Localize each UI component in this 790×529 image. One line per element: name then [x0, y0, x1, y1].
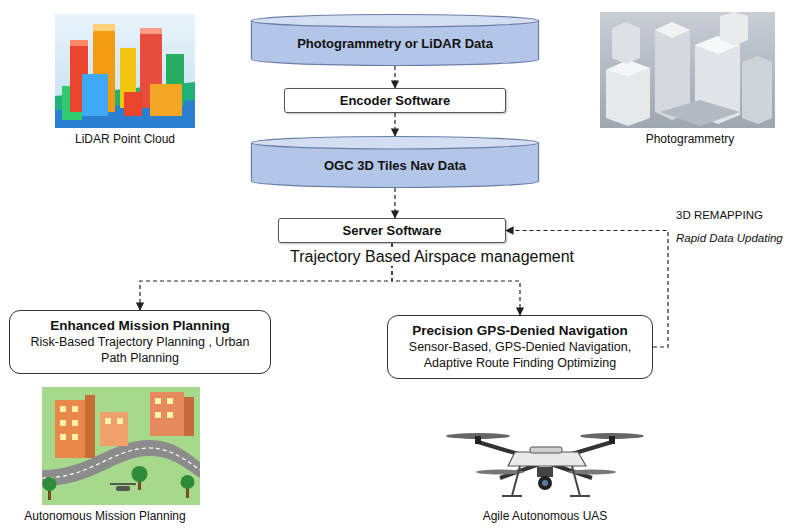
lidar-building	[140, 28, 162, 34]
building	[184, 397, 194, 436]
mission-planning-illustration	[42, 387, 200, 505]
lidar-building	[82, 74, 108, 116]
section-heading: Trajectory Based Airspace management	[286, 248, 578, 266]
photo-building	[612, 22, 640, 64]
lidar-building	[124, 92, 142, 116]
dashed-connector	[394, 66, 395, 88]
lidar-building	[93, 24, 115, 31]
lidar-building	[150, 84, 182, 116]
window	[60, 434, 66, 440]
window	[155, 398, 161, 404]
landing-skid	[570, 495, 590, 497]
drone-top	[530, 447, 562, 453]
window	[155, 412, 161, 418]
connector-note: 3D REMAPPING	[676, 209, 763, 221]
photo-building	[720, 12, 748, 46]
lidar-building	[70, 40, 88, 46]
dashed-connector	[394, 113, 395, 136]
rotor	[476, 470, 524, 475]
lidar-background	[55, 14, 195, 128]
photo-building	[655, 22, 690, 38]
node-body: Sensor-Based, GPS-Denied Navigation, Ada…	[398, 339, 642, 371]
process-box: Server Software	[278, 218, 506, 243]
landing-skid	[502, 495, 522, 497]
photo-building	[606, 60, 650, 126]
landing-leg	[512, 466, 520, 496]
drone-body	[508, 452, 586, 466]
cylinder-top	[251, 137, 538, 149]
window	[60, 406, 66, 412]
dashed-connector	[394, 188, 395, 218]
landing-leg	[572, 466, 580, 496]
window	[72, 406, 78, 412]
window	[117, 418, 123, 424]
lidar-point-cloud-image	[55, 14, 195, 128]
building	[150, 392, 184, 436]
building	[85, 395, 95, 458]
windows	[60, 398, 173, 440]
tree	[181, 475, 195, 489]
photo-street	[660, 100, 740, 126]
window	[60, 420, 66, 426]
uas-drone-illustration	[446, 433, 644, 496]
window	[105, 418, 111, 424]
data-cylinder: OGC 3D Tiles Nav Data	[250, 136, 540, 188]
capability-box: Enhanced Mission PlanningRisk-Based Traj…	[9, 310, 271, 374]
gimbal	[537, 467, 553, 477]
window	[72, 420, 78, 426]
node-heading: Encoder Software	[340, 93, 451, 108]
node-heading: Precision GPS-Denied Navigation	[398, 322, 642, 339]
data-cylinder: Photogrammetry or LiDAR Data	[250, 14, 540, 66]
image-caption: Photogrammetry	[646, 132, 735, 146]
image-caption: LiDAR Point Cloud	[75, 132, 175, 146]
tree	[132, 466, 148, 482]
image-caption: Autonomous Mission Planning	[24, 509, 185, 523]
window	[167, 398, 173, 404]
motor	[609, 436, 615, 444]
motor	[475, 436, 481, 444]
process-box: Encoder Software	[284, 88, 506, 113]
ground	[42, 387, 200, 505]
node-heading: OGC 3D Tiles Nav Data	[324, 158, 466, 173]
camera	[538, 476, 552, 490]
cylinder-top	[251, 15, 538, 27]
drone-arm	[110, 483, 136, 485]
image-caption: Agile Autonomous UAS	[483, 509, 608, 523]
node-heading: Photogrammetry or LiDAR Data	[297, 36, 493, 51]
building	[55, 400, 85, 458]
building	[100, 412, 128, 446]
rotor	[568, 470, 616, 475]
small-drone	[110, 484, 136, 491]
tree	[43, 477, 57, 491]
photogrammetry-image	[600, 12, 775, 128]
drone-body	[116, 486, 130, 491]
window	[167, 412, 173, 418]
node-body: Risk-Based Trajectory Planning , Urban P…	[20, 334, 260, 366]
connector-note: Rapid Data Updating	[676, 232, 783, 244]
capability-box: Precision GPS-Denied NavigationSensor-Ba…	[387, 315, 653, 379]
window	[72, 434, 78, 440]
photo-background	[600, 12, 775, 128]
camera-lens	[542, 480, 548, 486]
node-heading: Server Software	[343, 223, 442, 238]
photo-building	[742, 56, 772, 124]
node-heading: Enhanced Mission Planning	[20, 317, 260, 334]
